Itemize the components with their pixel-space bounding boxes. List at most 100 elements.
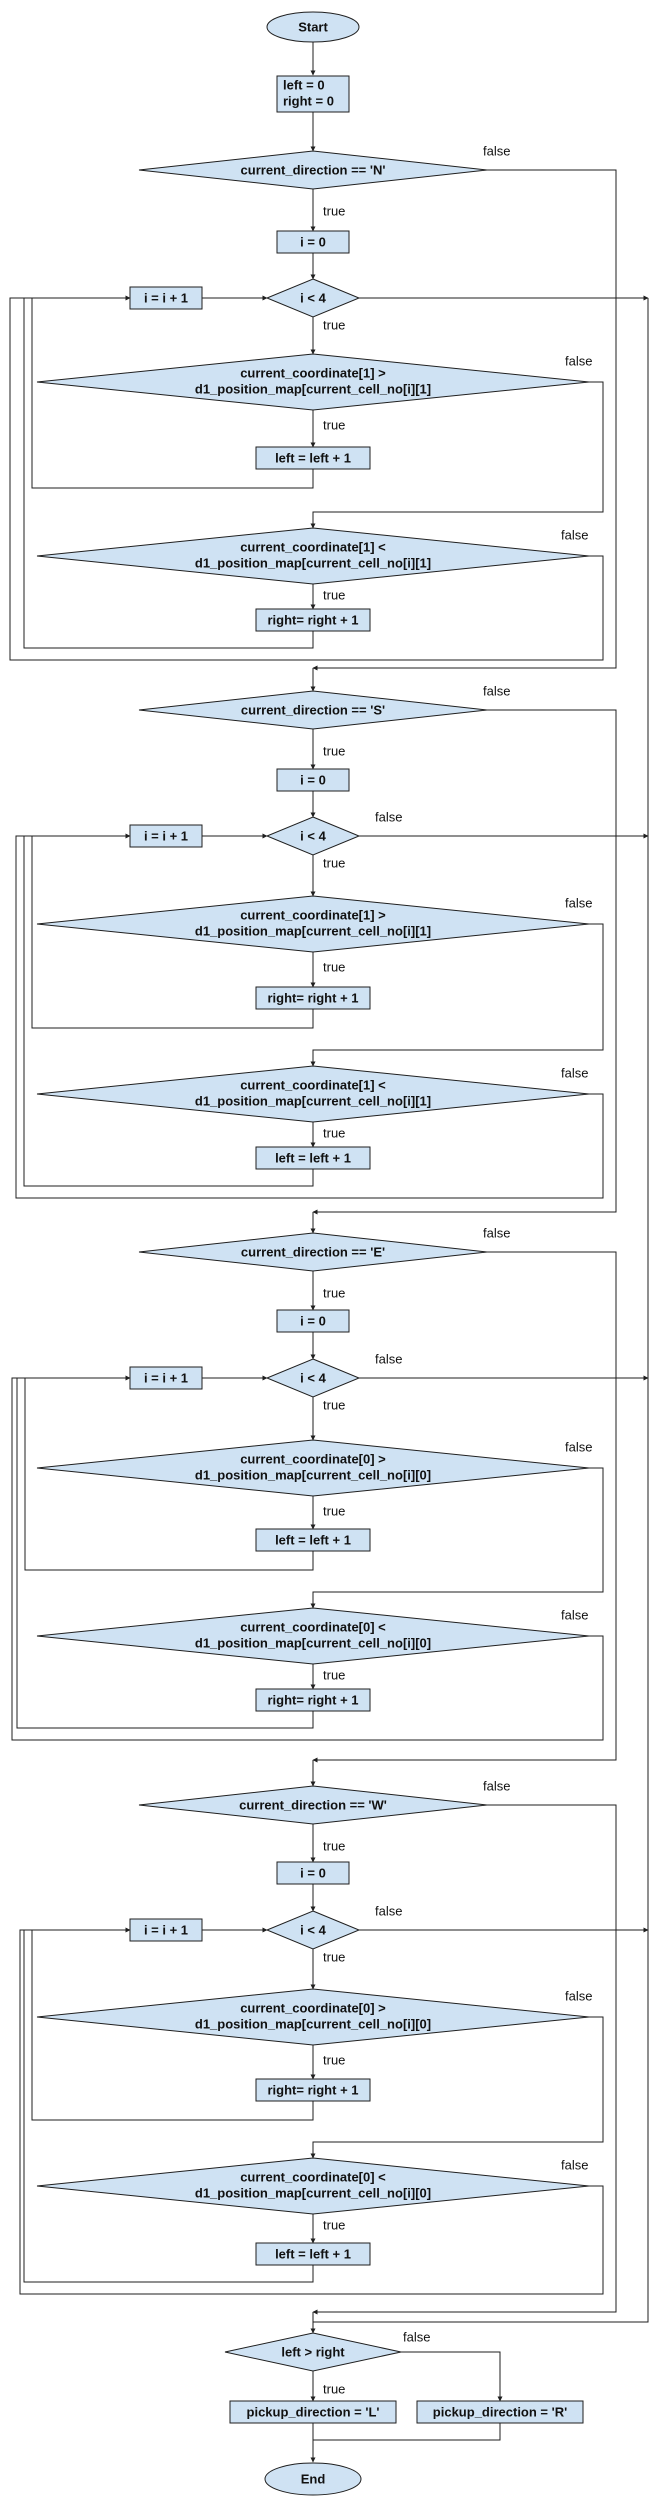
edge-label-false: false bbox=[483, 1778, 510, 1793]
direction-check-3: current_direction == 'W' bbox=[138, 1785, 488, 1825]
comparison-b-1-shape bbox=[36, 1065, 590, 1123]
connector bbox=[310, 923, 604, 1067]
action-b-0-shape bbox=[255, 608, 371, 632]
loop-condition-2: i < 4 bbox=[265, 1358, 361, 1398]
action-a-1-shape bbox=[255, 986, 371, 1010]
comparison-a-3: current_coordinate[0] >d1_position_map[c… bbox=[36, 1988, 590, 2046]
pickup-left-node-label: pickup_direction = 'L' bbox=[247, 2404, 380, 2419]
edge-label-false: false bbox=[483, 143, 510, 158]
edge-label-true: true bbox=[323, 417, 345, 432]
loop-condition-0-label: i < 4 bbox=[300, 290, 326, 305]
comparison-a-0-label: d1_position_map[current_cell_no[i][1] bbox=[195, 381, 431, 396]
connector bbox=[19, 1929, 604, 2295]
action-a-0: left = left + 1 bbox=[255, 446, 371, 470]
final-condition: left > right bbox=[224, 2332, 402, 2372]
edge-label-false: false bbox=[561, 1065, 588, 1080]
connector bbox=[310, 2016, 604, 2159]
connector bbox=[23, 1930, 314, 2283]
action-b-3-shape bbox=[255, 2242, 371, 2266]
edge-label-false: false bbox=[561, 1607, 588, 1622]
connectors bbox=[9, 42, 649, 2463]
comparison-b-0-label: current_coordinate[1] < bbox=[240, 539, 386, 554]
action-b-3: left = left + 1 bbox=[255, 2242, 371, 2266]
comparison-a-1: current_coordinate[1] >d1_position_map[c… bbox=[36, 895, 590, 953]
action-b-0-label: right= right + 1 bbox=[267, 612, 358, 627]
comparison-b-2-label: current_coordinate[0] < bbox=[240, 1619, 386, 1634]
connector bbox=[310, 381, 604, 529]
edge-label-true: true bbox=[323, 203, 345, 218]
loop-increment-3-label: i = i + 1 bbox=[144, 1922, 188, 1937]
direction-check-0-label: current_direction == 'N' bbox=[241, 162, 386, 177]
comparison-b-2: current_coordinate[0] <d1_position_map[c… bbox=[36, 1607, 590, 1665]
action-a-1-label: right= right + 1 bbox=[267, 990, 358, 1005]
edge-label-true: true bbox=[323, 1838, 345, 1853]
edge-label-false: false bbox=[565, 1439, 592, 1454]
comparison-a-1-label: d1_position_map[current_cell_no[i][1] bbox=[195, 923, 431, 938]
direction-check-0: current_direction == 'N' bbox=[138, 150, 488, 190]
comparison-b-3-shape bbox=[36, 2157, 590, 2215]
direction-check-1: current_direction == 'S' bbox=[138, 690, 488, 730]
loop-increment-1: i = i + 1 bbox=[129, 824, 203, 848]
comparison-a-2: current_coordinate[0] >d1_position_map[c… bbox=[36, 1439, 590, 1497]
loop-init-2-shape bbox=[276, 1309, 350, 1333]
comparison-b-3-label: d1_position_map[current_cell_no[i][0] bbox=[195, 2185, 431, 2200]
connector bbox=[312, 169, 617, 671]
connector bbox=[401, 2351, 503, 2402]
loop-increment-0-label: i = i + 1 bbox=[144, 290, 188, 305]
edge-label-true: true bbox=[323, 959, 345, 974]
direction-check-1-shape bbox=[138, 690, 488, 730]
pickup-right-node-shape bbox=[416, 2400, 584, 2424]
final-condition-shape bbox=[224, 2332, 402, 2372]
loop-condition-3: i < 4 bbox=[265, 1910, 361, 1950]
comparison-b-2-shape bbox=[36, 1607, 590, 1665]
connector bbox=[313, 2423, 501, 2441]
end-node-shape bbox=[264, 2462, 362, 2496]
init-node-label: left = 0 bbox=[283, 77, 325, 92]
edge-label-false: false bbox=[561, 527, 588, 542]
edge-label-false: false bbox=[565, 353, 592, 368]
comparison-a-2-label: current_coordinate[0] > bbox=[240, 1451, 386, 1466]
edge-label-true: true bbox=[323, 855, 345, 870]
edge-labels: true false true true false true false true false… bbox=[323, 143, 592, 2396]
comparison-b-0-label: d1_position_map[current_cell_no[i][1] bbox=[195, 555, 431, 570]
loop-condition-0-shape bbox=[265, 278, 361, 318]
loop-init-2-label: i = 0 bbox=[300, 1313, 326, 1328]
loop-increment-3: i = i + 1 bbox=[129, 1918, 203, 1942]
edge-label-true: true bbox=[323, 1503, 345, 1518]
loop-condition-0: i < 4 bbox=[265, 278, 361, 318]
comparison-b-2-label: d1_position_map[current_cell_no[i][0] bbox=[195, 1635, 431, 1650]
loop-increment-0-shape bbox=[129, 286, 203, 310]
loop-increment-1-label: i = i + 1 bbox=[144, 828, 188, 843]
edge-label-false: false bbox=[565, 1988, 592, 2003]
action-b-0: right= right + 1 bbox=[255, 608, 371, 632]
comparison-b-3: current_coordinate[0] <d1_position_map[c… bbox=[36, 2157, 590, 2215]
loop-init-3-shape bbox=[276, 1861, 350, 1885]
edge-label-true: true bbox=[323, 2381, 345, 2396]
edge-label-false: false bbox=[375, 1351, 402, 1366]
comparison-b-0: current_coordinate[1] <d1_position_map[c… bbox=[36, 527, 590, 585]
loop-init-0: i = 0 bbox=[276, 230, 350, 254]
action-a-2-label: left = left + 1 bbox=[275, 1532, 351, 1547]
loop-increment-2: i = i + 1 bbox=[129, 1366, 203, 1390]
loop-init-2: i = 0 bbox=[276, 1309, 350, 1333]
action-a-3-shape bbox=[255, 2078, 371, 2102]
action-b-2-shape bbox=[255, 1688, 371, 1712]
comparison-a-3-label: d1_position_map[current_cell_no[i][0] bbox=[195, 2016, 431, 2031]
comparison-a-3-label: current_coordinate[0] > bbox=[240, 2000, 386, 2015]
edge-label-true: true bbox=[323, 1125, 345, 1140]
action-b-2-label: right= right + 1 bbox=[267, 1692, 358, 1707]
edge-label-true: true bbox=[323, 587, 345, 602]
comparison-a-2-label: d1_position_map[current_cell_no[i][0] bbox=[195, 1467, 431, 1482]
comparison-a-1-label: current_coordinate[1] > bbox=[240, 907, 386, 922]
comparison-a-2-shape bbox=[36, 1439, 590, 1497]
comparison-a-0: current_coordinate[1] >d1_position_map[c… bbox=[36, 353, 590, 411]
loop-condition-2-label: i < 4 bbox=[300, 1370, 326, 1385]
comparison-b-1-label: current_coordinate[1] < bbox=[240, 1077, 386, 1092]
edge-label-false: false bbox=[483, 683, 510, 698]
end-node-label: End bbox=[301, 2471, 326, 2486]
loop-condition-3-shape bbox=[265, 1910, 361, 1950]
connector bbox=[11, 1377, 604, 1741]
